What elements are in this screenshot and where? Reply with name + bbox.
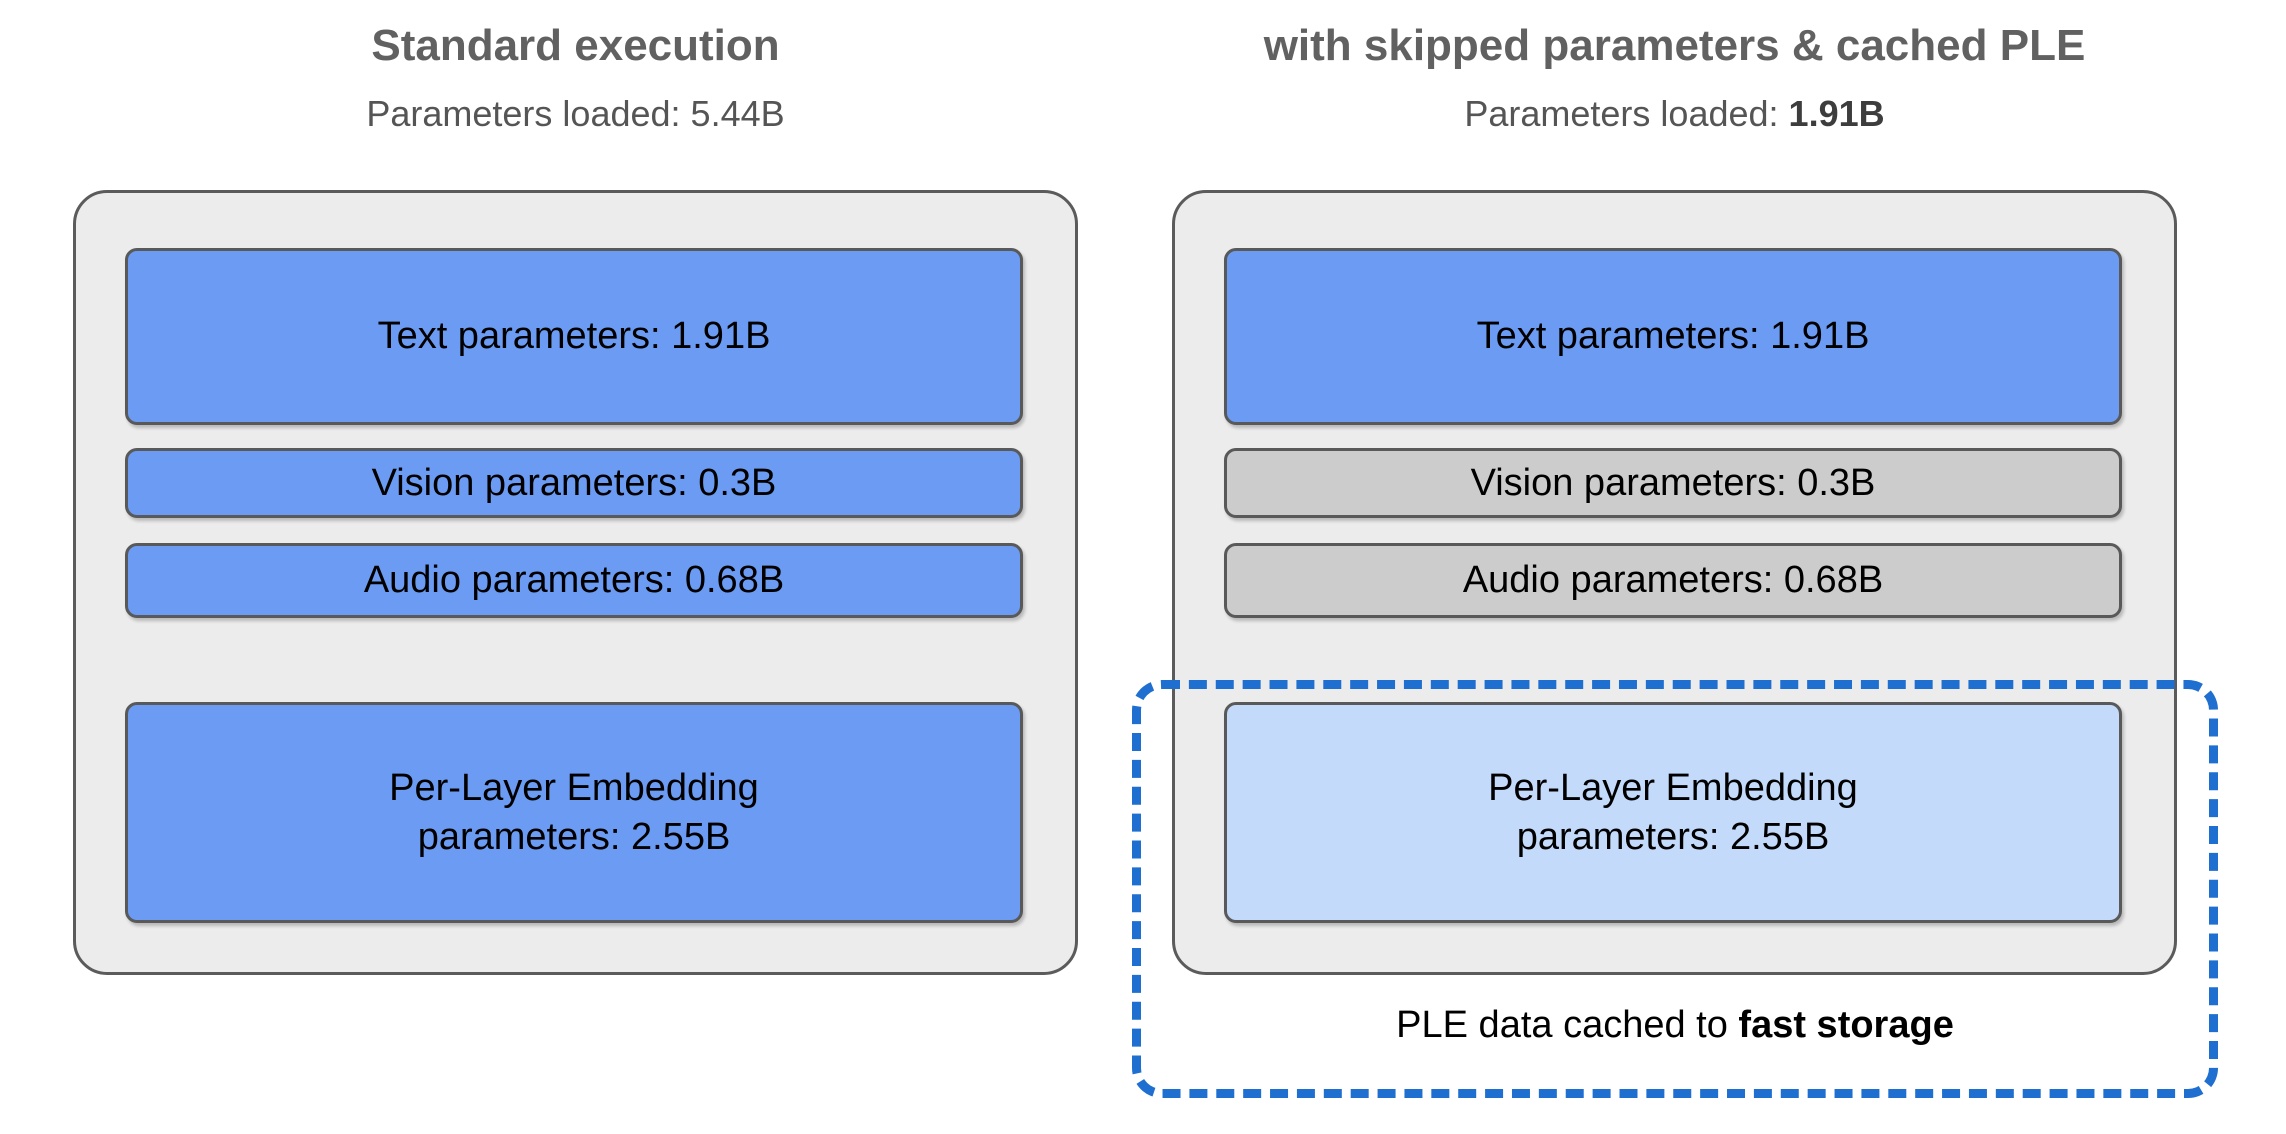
parameters-loaded-value-right: 1.91B [1788, 93, 1885, 135]
parameters-loaded-label-left: Parameters loaded: [366, 93, 691, 135]
param-block-ple-standard-line1: Per-Layer Embedding [389, 766, 759, 809]
column-subtitle-skipped-cached: Parameters loaded: 1.91B [1172, 94, 2177, 134]
param-block-text-skipped-cached: Text parameters: 1.91B [1224, 248, 2122, 425]
column-title-standard: Standard execution [371, 21, 780, 70]
param-block-ple-standard-line2: parameters: 2.55B [417, 815, 731, 858]
param-block-ple-cached-line1: Per-Layer Embedding [1488, 766, 1858, 809]
parameters-loaded-value-left: 5.44B [690, 93, 785, 135]
param-block-audio-standard: Audio parameters: 0.68B [125, 543, 1023, 618]
column-subtitle-standard: Parameters loaded: 5.44B [73, 94, 1078, 134]
cache-caption: PLE data cached to fast storage [1132, 1003, 2218, 1049]
column-title-skipped-cached: with skipped parameters & cached PLE [1263, 21, 2086, 70]
parameters-loaded-label-right: Parameters loaded: [1464, 93, 1789, 135]
column-header-standard: Standard execution Parameters loaded: 5.… [73, 21, 1078, 134]
param-block-audio-skipped-cached: Audio parameters: 0.68B [1224, 543, 2122, 618]
cache-caption-prefix: PLE data cached to [1396, 1004, 1739, 1046]
cache-caption-emphasis: fast storage [1738, 1004, 1954, 1046]
param-block-ple-standard: Per-Layer Embedding parameters: 2.55B [125, 702, 1023, 923]
param-block-ple-cached-line2: parameters: 2.55B [1516, 815, 1830, 858]
param-block-vision-standard: Vision parameters: 0.3B [125, 448, 1023, 518]
param-block-vision-skipped-cached: Vision parameters: 0.3B [1224, 448, 2122, 518]
param-block-text-standard: Text parameters: 1.91B [125, 248, 1023, 425]
param-block-ple-skipped-cached: Per-Layer Embedding parameters: 2.55B [1224, 702, 2122, 923]
column-header-skipped-cached: with skipped parameters & cached PLE Par… [1172, 21, 2177, 134]
